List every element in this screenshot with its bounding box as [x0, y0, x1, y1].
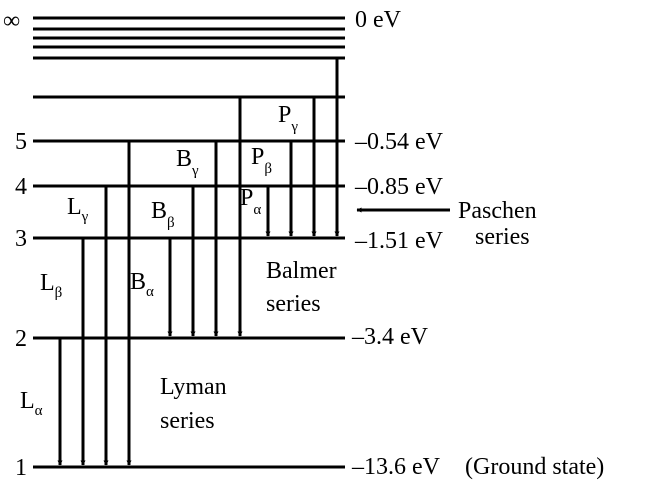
- balmer-labels: Bγ Bβ Bα: [130, 146, 199, 300]
- series-label-paschen-2: series: [475, 224, 530, 250]
- level-number-3: 3: [15, 226, 27, 252]
- label-lyman-alpha: Lα: [20, 388, 43, 419]
- lyman-labels: Lγ Lβ Lα: [20, 194, 89, 419]
- label-balmer-beta: Bβ: [151, 198, 175, 231]
- energy-value-1: –13.6 eV: [351, 454, 441, 480]
- series-label-paschen-1: Paschen: [458, 198, 537, 224]
- level-number-2: 2: [15, 326, 27, 352]
- level-number-1: 1: [15, 455, 27, 481]
- series-label-lyman-2: series: [160, 408, 215, 434]
- label-paschen-alpha: Pα: [240, 185, 261, 218]
- series-labels: Balmer series Lyman series Paschen serie…: [160, 198, 537, 434]
- level-number-infinity: ∞: [3, 8, 20, 34]
- transition-arrows: [57, 58, 450, 466]
- paschen-labels: Pγ Pβ Pα: [240, 102, 298, 218]
- label-paschen-gamma: Pγ: [278, 102, 298, 135]
- energy-value-4: –0.85 eV: [354, 174, 444, 200]
- series-label-balmer-2: series: [266, 291, 321, 317]
- label-balmer-alpha: Bα: [130, 269, 154, 300]
- series-label-balmer-1: Balmer: [266, 258, 337, 284]
- level-number-4: 4: [15, 174, 27, 200]
- series-label-lyman-1: Lyman: [160, 374, 227, 400]
- ground-state-note: (Ground state): [465, 454, 604, 480]
- label-lyman-gamma: Lγ: [67, 194, 89, 225]
- level-number-5: 5: [15, 129, 27, 155]
- energy-values: 0 eV –0.54 eV –0.85 eV –1.51 eV –3.4 eV …: [351, 7, 604, 480]
- label-balmer-gamma: Bγ: [176, 146, 199, 179]
- label-paschen-beta: Pβ: [251, 144, 272, 177]
- energy-value-infinity: 0 eV: [355, 7, 402, 33]
- energy-value-5: –0.54 eV: [354, 129, 444, 155]
- level-numbers: ∞ 5 4 3 2 1: [3, 8, 27, 481]
- energy-levels: [33, 16, 345, 469]
- energy-value-2: –3.4 eV: [351, 324, 429, 350]
- label-lyman-beta: Lβ: [40, 270, 62, 301]
- energy-value-3: –1.51 eV: [354, 228, 444, 254]
